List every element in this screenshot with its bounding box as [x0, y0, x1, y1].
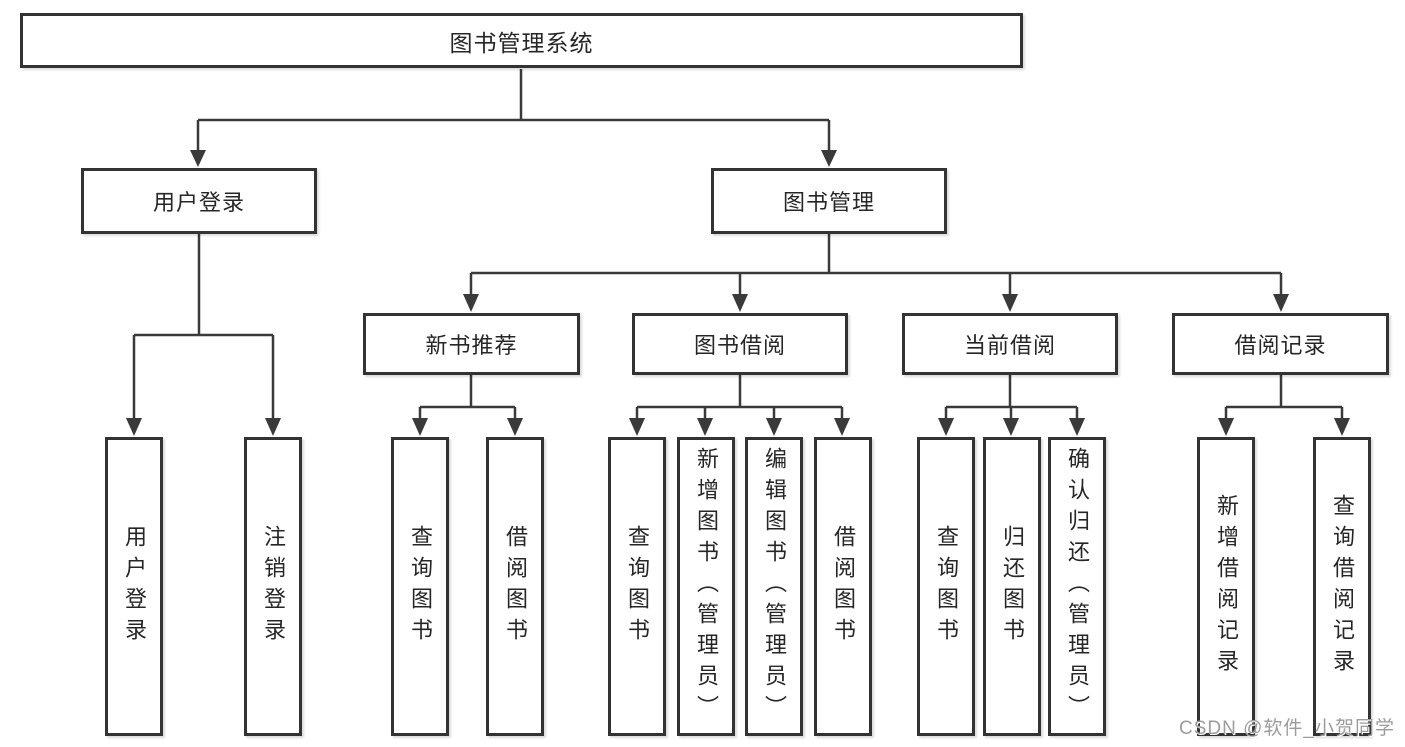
node-book-borrowing: 图书借阅	[632, 313, 848, 375]
leaf-edit-book-admin: 编辑图书（管理员）	[745, 437, 803, 736]
arrow-down-icon	[1218, 418, 1234, 436]
connector-book-borrow-to-leaves	[629, 375, 850, 436]
leaf-add-borrow-record: 新增借阅记录	[1197, 437, 1255, 736]
leaf-add-borrow-record-label: 新增借阅记录	[1214, 493, 1239, 680]
arrow-down-icon	[1069, 418, 1085, 436]
leaf-query-books-current-label: 查询图书	[934, 524, 959, 649]
leaf-query-books-current: 查询图书	[917, 437, 975, 736]
arrow-down-icon	[463, 294, 479, 312]
leaf-query-books-recommend-label: 查询图书	[408, 524, 433, 649]
leaf-edit-book-admin-label: 编辑图书（管理员）	[762, 447, 787, 726]
leaf-user-login: 用户登录	[105, 437, 163, 736]
leaf-logout-label: 注销登录	[261, 524, 286, 649]
node-root: 图书管理系统	[20, 13, 1023, 68]
leaf-logout: 注销登录	[244, 437, 302, 736]
arrow-down-icon	[412, 418, 428, 436]
leaf-confirm-return-admin: 确认归还（管理员）	[1048, 437, 1106, 736]
arrow-down-icon	[265, 418, 281, 436]
leaf-confirm-return-admin-label: 确认归还（管理员）	[1065, 447, 1090, 726]
leaf-query-books-recommend: 查询图书	[391, 437, 449, 736]
leaf-query-books-borrow: 查询图书	[608, 437, 666, 736]
leaf-borrow-books-recommend: 借阅图书	[486, 437, 544, 736]
node-root-label: 图书管理系统	[449, 29, 594, 56]
node-book-management: 图书管理	[711, 168, 947, 234]
node-user-login-label: 用户登录	[152, 190, 245, 215]
arrow-down-icon	[1002, 294, 1018, 312]
arrow-down-icon	[938, 418, 954, 436]
leaf-add-book-admin: 新增图书（管理员）	[677, 437, 735, 736]
connector-root-to-branches	[190, 69, 837, 167]
leaf-borrow-books-recommend-label: 借阅图书	[503, 524, 528, 649]
node-user-login: 用户登录	[81, 168, 317, 234]
arrow-down-icon	[1003, 418, 1019, 436]
arrow-down-icon	[821, 150, 837, 167]
arrow-down-icon	[697, 418, 713, 436]
node-new-book-recommendation-label: 新书推荐	[425, 333, 518, 358]
connector-user-login-to-leaves	[126, 234, 281, 436]
leaf-borrow-books: 借阅图书	[814, 437, 872, 736]
connector-book-management-to-sections	[463, 234, 1289, 312]
arrow-down-icon	[834, 418, 850, 436]
node-borrowing-records: 借阅记录	[1172, 313, 1389, 375]
leaf-user-login-label: 用户登录	[122, 524, 147, 649]
node-book-management-label: 图书管理	[782, 190, 875, 215]
node-borrowing-records-label: 借阅记录	[1234, 333, 1327, 358]
node-current-borrowing-label: 当前借阅	[963, 333, 1056, 358]
arrow-down-icon	[766, 418, 782, 436]
arrow-down-icon	[190, 150, 206, 167]
node-book-borrowing-label: 图书借阅	[693, 333, 786, 358]
leaf-add-book-admin-label: 新增图书（管理员）	[694, 447, 719, 726]
node-current-borrowing: 当前借阅	[902, 313, 1118, 375]
leaf-query-books-borrow-label: 查询图书	[625, 524, 650, 649]
arrow-down-icon	[629, 418, 645, 436]
connector-current-borrow-to-leaves	[938, 375, 1085, 436]
leaf-return-book: 归还图书	[983, 437, 1041, 736]
watermark: CSDN @软件_小贺同学	[1179, 718, 1395, 739]
connector-borrow-records-to-leaves	[1218, 375, 1350, 436]
leaf-query-borrow-record-label: 查询借阅记录	[1330, 493, 1355, 680]
leaf-query-borrow-record: 查询借阅记录	[1313, 437, 1371, 736]
connector-new-book-to-leaves	[412, 375, 523, 436]
leaf-borrow-books-label: 借阅图书	[831, 524, 856, 649]
arrow-down-icon	[732, 294, 748, 312]
arrow-down-icon	[126, 418, 142, 436]
arrow-down-icon	[1273, 294, 1289, 312]
arrow-down-icon	[507, 418, 523, 436]
arrow-down-icon	[1334, 418, 1350, 436]
leaf-return-book-label: 归还图书	[1000, 524, 1025, 649]
node-new-book-recommendation: 新书推荐	[363, 313, 580, 375]
